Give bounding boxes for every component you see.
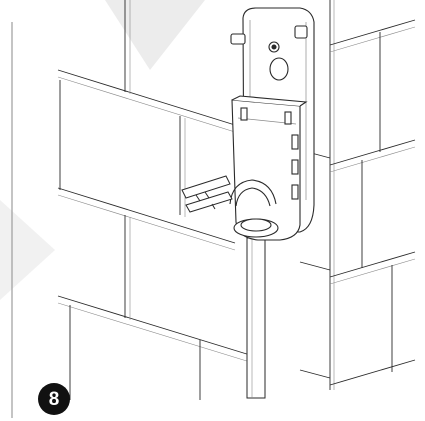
step-number-badge: 8: [38, 383, 70, 415]
key-icon: [181, 175, 233, 213]
wall-bracket: [229, 7, 315, 241]
watermark-shape: [0, 0, 205, 300]
mounting-pole: [246, 237, 266, 399]
brick-wall: [57, 0, 416, 400]
